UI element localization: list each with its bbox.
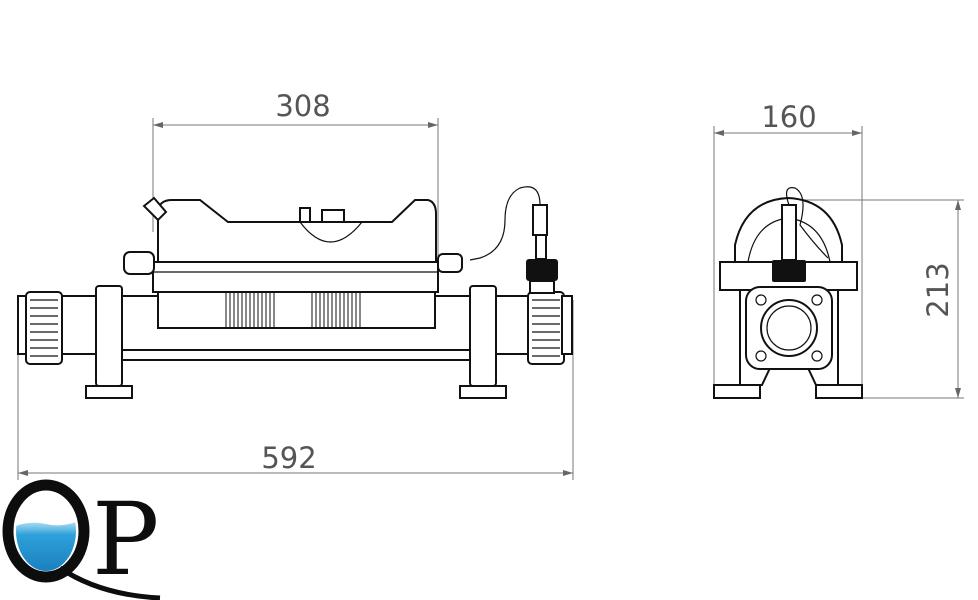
dimension-213: 213 (800, 199, 964, 399)
dimension-308: 308 (152, 89, 439, 262)
qp-logo: P (2, 479, 161, 600)
end-cap-left (17, 291, 63, 365)
heater-front-view (17, 186, 573, 399)
dimension-160: 160 (713, 100, 863, 396)
heater-side-view (713, 187, 863, 399)
temperature-sensor (469, 186, 558, 294)
dimension-label-160: 160 (761, 100, 816, 134)
end-cap-right (527, 291, 573, 365)
dimension-label-213: 213 (921, 262, 955, 317)
dimension-label-308: 308 (275, 89, 330, 123)
dimension-label-592: 592 (261, 441, 316, 475)
dimension-592: 592 (17, 300, 574, 480)
foot-left (85, 285, 133, 399)
logo-letter-p: P (92, 481, 159, 598)
foot-right (459, 285, 507, 399)
